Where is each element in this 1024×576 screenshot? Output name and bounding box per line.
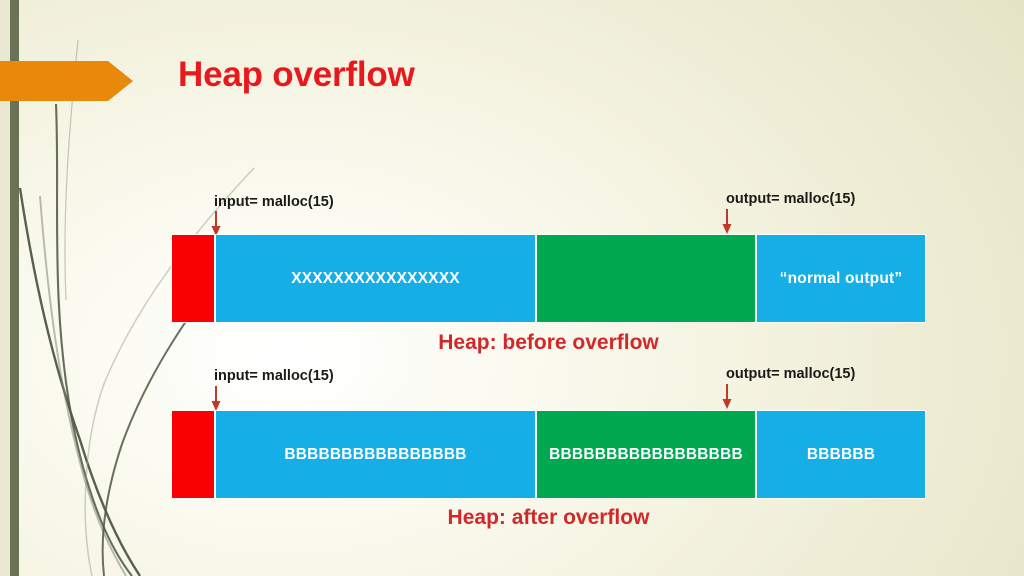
caption-after-overflow: Heap: after overflow — [447, 506, 650, 529]
arrow-down-output-after-icon — [722, 384, 732, 409]
heap-segment-input-buffer-after: BBBBBBBBBBBBBBBB — [216, 411, 537, 498]
label-input-malloc-after: input= malloc(15) — [214, 368, 334, 384]
heap-diagram-before-overflow: XXXXXXXXXXXXXXXX “normal output” — [172, 235, 925, 322]
page-title: Heap overflow — [178, 55, 415, 94]
heap-segment-input-buffer-before: XXXXXXXXXXXXXXXX — [216, 235, 537, 322]
caption-before-overflow: Heap: before overflow — [438, 331, 659, 354]
label-output-malloc-after: output= malloc(15) — [726, 366, 856, 382]
arrow-down-input-before-icon — [211, 211, 221, 236]
arrow-down-output-before-icon — [722, 209, 732, 234]
arrow-down-input-after-icon — [211, 386, 221, 411]
title-banner-arrow-icon — [0, 61, 133, 101]
heap-segment-gap-after: BBBBBBBBBBBBBBBBB — [537, 411, 757, 498]
heap-segment-output-buffer-before: “normal output” — [757, 235, 925, 322]
left-margin-strip — [0, 0, 10, 576]
heap-segment-header-before — [172, 235, 216, 322]
label-input-malloc-before: input= malloc(15) — [214, 194, 334, 210]
left-vertical-band — [10, 0, 19, 576]
heap-segment-output-buffer-after: BBBBBB — [757, 411, 925, 498]
label-output-malloc-before: output= malloc(15) — [726, 191, 856, 207]
heap-segment-header-after — [172, 411, 216, 498]
heap-segment-gap-before — [537, 235, 757, 322]
heap-diagram-after-overflow: BBBBBBBBBBBBBBBB BBBBBBBBBBBBBBBBB BBBBB… — [172, 411, 925, 498]
